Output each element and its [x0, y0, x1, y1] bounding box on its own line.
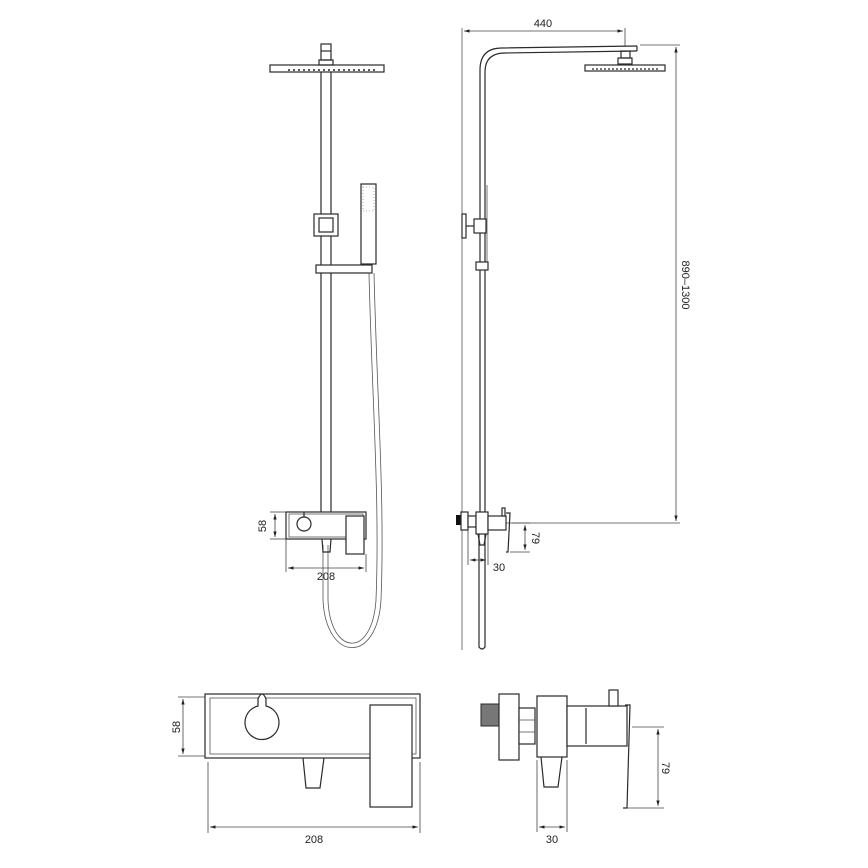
dim-height-range: 890–1300	[679, 261, 691, 310]
dim-body-depth: 30	[493, 562, 505, 574]
front-view: 58 208	[257, 43, 385, 649]
side-view: 440 890–1300	[456, 18, 691, 650]
dim-detail-depth: 30	[546, 834, 558, 846]
dim-detail-width: 208	[305, 834, 323, 846]
dim-detail-height: 58	[171, 721, 183, 733]
dim-front-height: 58	[257, 520, 269, 532]
dim-lever-height: 79	[529, 532, 541, 544]
dim-arm-reach: 440	[534, 18, 552, 30]
dim-detail-lever-height: 79	[659, 762, 671, 774]
mixer-side-detail: 79 30	[480, 689, 671, 846]
mixer-front-detail: 58 208	[171, 693, 421, 846]
dim-front-width: 208	[317, 571, 335, 583]
